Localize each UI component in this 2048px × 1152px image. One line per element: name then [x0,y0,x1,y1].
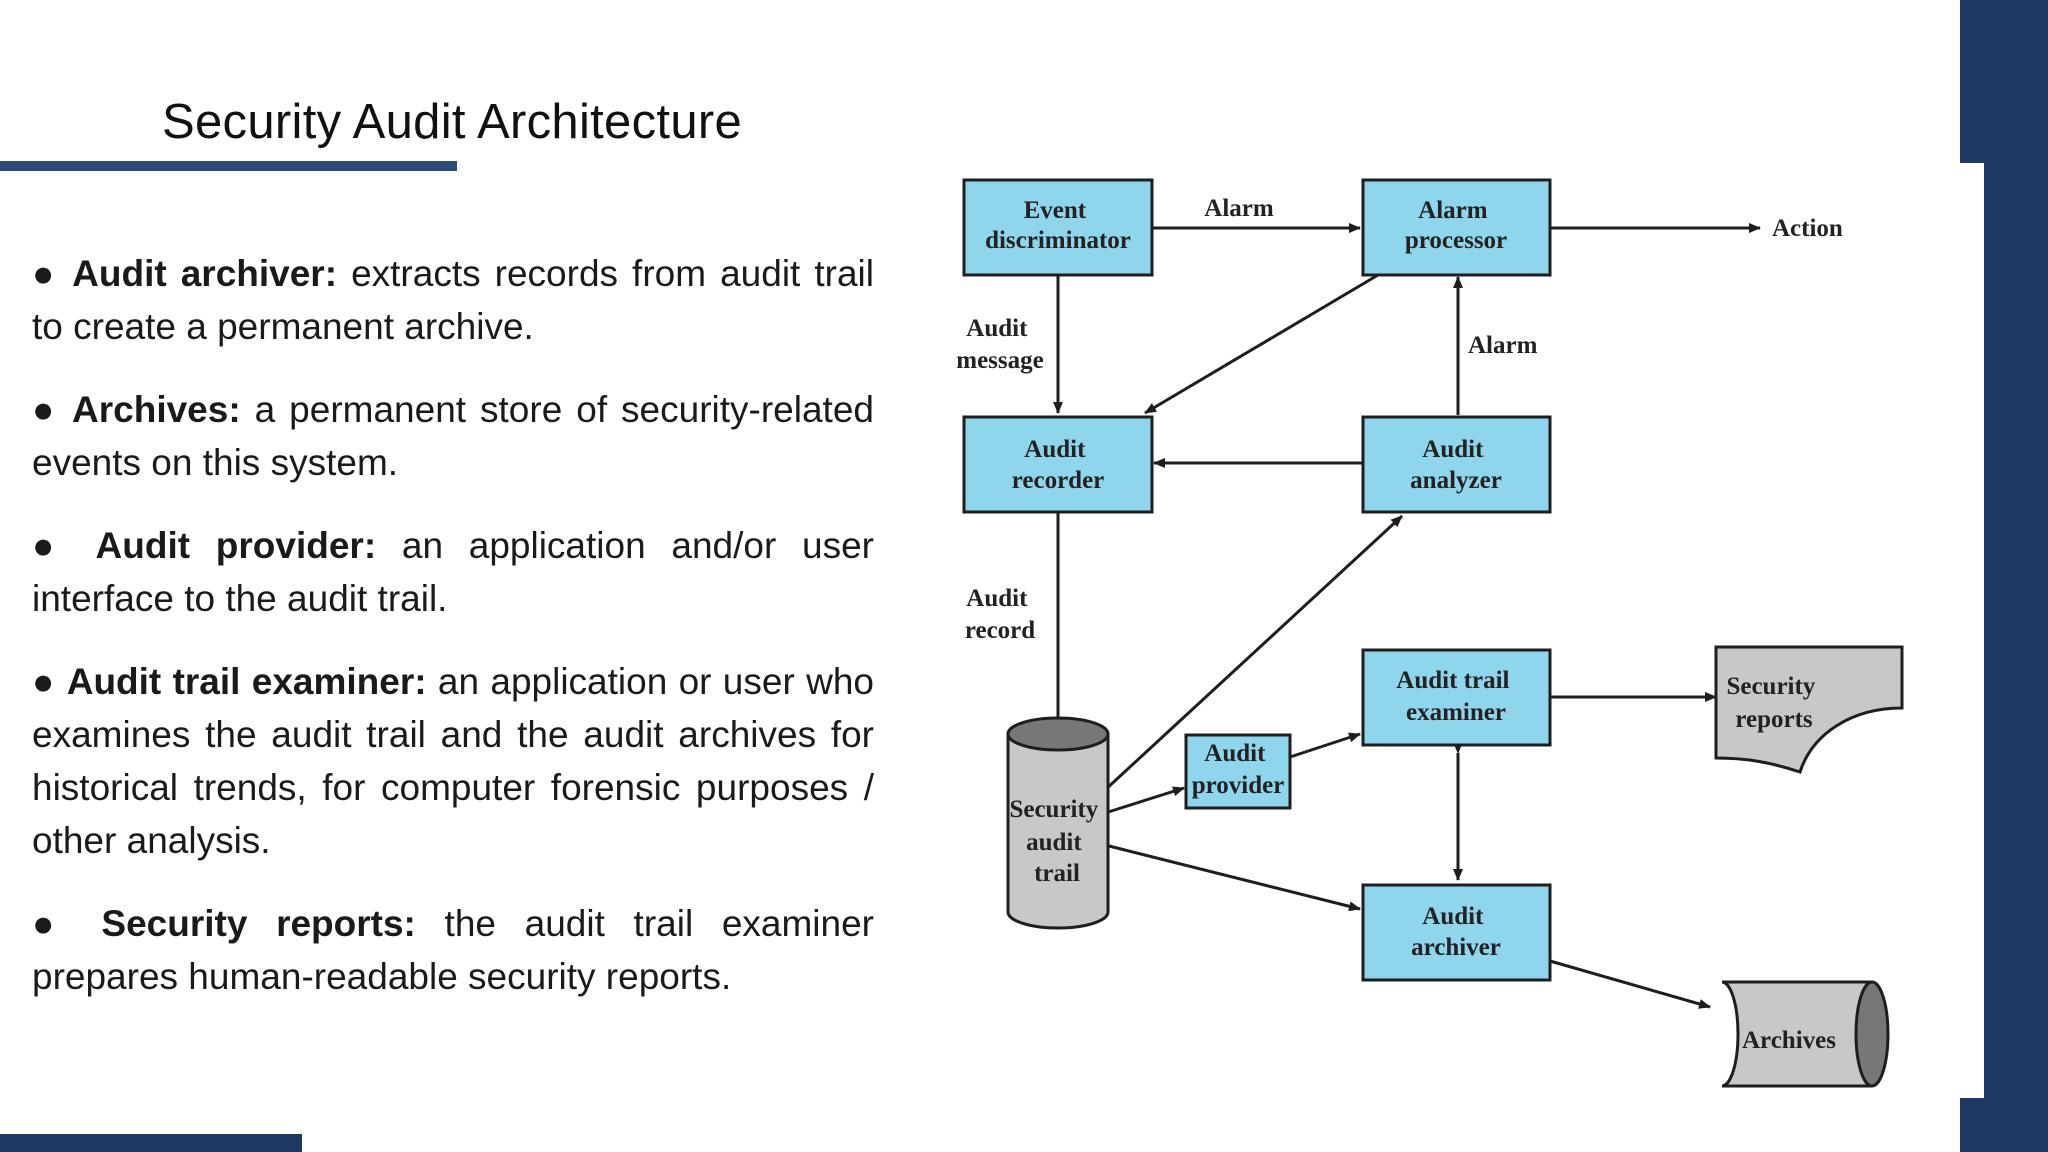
node-line: reports [1735,706,1813,733]
bullet-text: an application or user who examines the … [32,661,874,861]
bullet-symbol: ● [32,525,70,566]
node-line: discriminator [985,227,1131,254]
node-line: processor [1405,227,1507,254]
node-line: Audit [1024,436,1086,463]
bullet-symbol: ● [32,903,73,944]
bullet-audit-trail-examiner: ● Audit trail examiner: an application o… [32,655,874,867]
edge-label-line: Audit [966,315,1028,342]
bullet-term: Audit archiver: [72,253,338,294]
label-audit-analyzer: Audit analyzer [1410,436,1502,494]
node-line: audit [1026,829,1082,856]
label-audit-archiver: Audit archiver [1411,903,1501,961]
edge-provider-to-examiner [1289,732,1361,759]
node-line: Audit trail [1396,667,1509,694]
label-security-audit-trail: Security audit trail [1009,796,1104,887]
node-line: Security [1009,796,1098,823]
edge-label-action: Action [1772,215,1843,242]
document-security-reports: Security reports [1714,645,1904,774]
box-event-discriminator [962,178,1154,277]
box-audit-recorder [962,415,1154,514]
bullet-term: Archives: [72,389,241,430]
bullet-term: Security reports: [101,903,416,944]
edge-label-alarm-right: Alarm [1468,332,1538,359]
node-line: Security [1726,673,1815,700]
edges [1053,223,1761,1009]
label-security-reports: Security reports [1726,673,1821,733]
title-underline [0,161,457,171]
node-line: Audit [1422,436,1484,463]
bullet-archives: ● Archives: a permanent store of securit… [32,383,874,489]
label-archives: Archives [1742,1027,1836,1054]
node-line: provider [1192,772,1285,799]
edge-label-alarm-top: Alarm [1204,195,1274,222]
node-line: recorder [1012,467,1105,494]
node-line: examiner [1406,699,1506,726]
edge-label-line: message [956,347,1043,374]
cylinder-security-audit-trail: Security audit trail [1006,716,1110,930]
bullet-term: Audit trail examiner: [66,661,427,702]
edge-label-line: record [965,617,1035,644]
edge-label-line: Audit [966,585,1028,612]
label-audit-trail-examiner: Audit trail examiner [1396,667,1515,726]
bullet-security-reports: ● Security reports: the audit trail exam… [32,897,874,1003]
bullet-symbol: ● [32,661,56,702]
box-alarm-processor [1361,178,1552,277]
bullet-text: a permanent store of security-related ev… [32,389,874,483]
node-line: trail [1034,860,1080,887]
side-band-notch [1960,163,1984,1098]
edge-trail-to-archiver [1104,843,1361,912]
bullet-list: ● Audit archiver: extracts records from … [32,247,874,1033]
cylinder-archives: Archives [1721,980,1890,1088]
audit-architecture-diagram: Event discriminator Alarm processor Audi… [940,160,1940,1110]
bullet-symbol: ● [32,389,59,430]
bullet-text: extracts records from audit trail to cre… [32,253,874,347]
box-audit-analyzer [1361,415,1552,514]
label-audit-recorder: Audit recorder [1012,436,1105,494]
bullet-audit-archiver: ● Audit archiver: extracts records from … [32,247,874,353]
bottom-accent-bar [0,1134,302,1152]
label-alarm-processor: Alarm processor [1405,197,1507,254]
node-line: Alarm [1418,197,1488,224]
bullet-text: an application and/or user interface to … [32,525,874,619]
slide-title: Security Audit Architecture [162,95,743,149]
node-line: analyzer [1410,467,1502,494]
edge-label-audit-record: Audit record [965,585,1035,644]
bullet-symbol: ● [32,253,59,294]
node-line: archiver [1411,934,1501,961]
edge-label-audit-message: Audit message [956,315,1043,374]
edge-archiver-to-archives [1549,959,1711,1009]
node-line: Audit [1422,903,1484,930]
edge-processor-to-recorder [1144,273,1379,415]
bullet-term: Audit provider: [95,525,377,566]
box-audit-trail-examiner [1361,648,1552,747]
node-line: Event [1024,197,1087,224]
edge-trail-to-analyzer [1103,514,1404,792]
bullet-text: the audit trail examiner prepares human-… [32,903,874,997]
node-line: Audit [1204,740,1266,767]
box-audit-provider [1184,733,1292,810]
bullet-audit-provider: ● Audit provider: an application and/or … [32,519,874,625]
label-audit-provider: Audit provider [1192,740,1285,799]
edge-trail-to-provider [1104,786,1185,815]
box-audit-archiver [1361,883,1552,982]
label-event-discriminator: Event discriminator [985,197,1131,254]
